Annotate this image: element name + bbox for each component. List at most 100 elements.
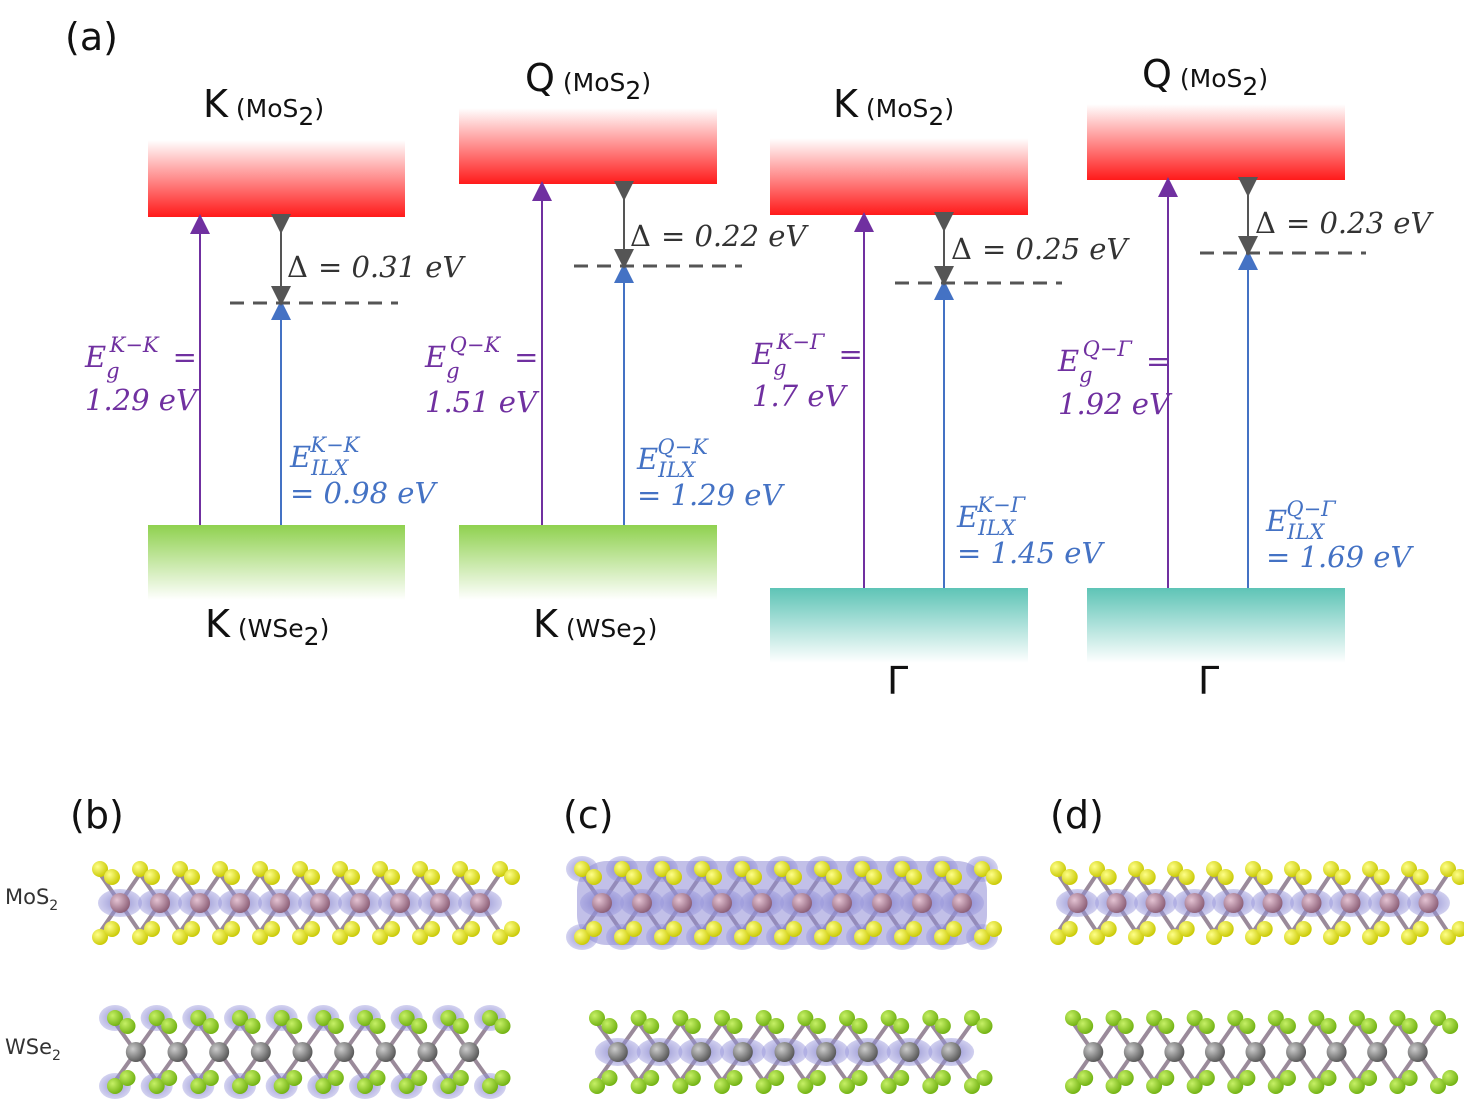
mos2-metal-atom xyxy=(230,893,250,913)
mos2-metal-atom xyxy=(1184,893,1205,913)
wse2-chalcogen-atom xyxy=(148,1078,165,1094)
wse2-chalcogen-atom xyxy=(976,1070,993,1086)
mos2-metal-atom xyxy=(1106,893,1127,913)
band-diagram-k-gamma: K(MoS2) Γ Δ= 0.25 eV EgK−Γ= 1.7 eV EILXK… xyxy=(751,82,1130,703)
wse2-chalcogen-atom xyxy=(589,1078,605,1094)
mos2-chalcogen-atom xyxy=(1323,929,1339,945)
mos2-chalcogen-atom xyxy=(734,929,750,945)
mos2-metal-atom xyxy=(390,893,410,913)
wse2-chalcogen-atom xyxy=(244,1070,261,1086)
mos2-metal-atom xyxy=(712,893,732,913)
mos2-chalcogen-atom xyxy=(1245,929,1261,945)
panel-label-b: (b) xyxy=(70,793,124,837)
valence-valley-label: Γ xyxy=(887,659,908,703)
mos2-metal-atom xyxy=(1301,893,1322,913)
mos2-metal-atom xyxy=(350,893,370,913)
wse2-chalcogen-atom xyxy=(1077,1070,1094,1086)
wse2-metal-atom xyxy=(857,1042,878,1062)
mos2-chalcogen-atom xyxy=(1362,861,1378,877)
bandgap-value: 1.92 eV xyxy=(1058,387,1173,421)
wse2-chalcogen-atom xyxy=(190,1010,207,1026)
mos2-chalcogen-atom xyxy=(252,929,268,945)
wse2-chalcogen-atom xyxy=(1442,1070,1459,1086)
wse2-chalcogen-atom xyxy=(398,1078,415,1094)
mos2-chalcogen-atom xyxy=(786,921,802,937)
wse2-chalcogen-atom xyxy=(1146,1078,1163,1094)
mos2-chalcogen-atom xyxy=(1256,921,1273,937)
wse2-chalcogen-atom xyxy=(839,1010,855,1026)
mos2-chalcogen-atom xyxy=(1284,929,1300,945)
wse2-chalcogen-atom xyxy=(369,1070,386,1086)
wse2-metal-atom xyxy=(250,1042,271,1062)
wse2-metal-atom xyxy=(459,1042,480,1062)
wse2-chalcogen-atom xyxy=(482,1010,498,1026)
binding-energy-label: Δ= 0.25 eV xyxy=(951,232,1130,266)
wse2-chalcogen-atom xyxy=(440,1010,457,1026)
wse2-chalcogen-atom xyxy=(893,1070,910,1086)
wse2-metal-atom xyxy=(167,1042,188,1062)
mos2-chalcogen-atom xyxy=(574,861,590,877)
wse2-chalcogen-atom xyxy=(934,1018,951,1034)
bandgap-value: 1.29 eV xyxy=(85,383,200,417)
wse2-chalcogen-atom xyxy=(440,1078,457,1094)
wse2-chalcogen-atom xyxy=(1227,1010,1244,1026)
band-diagram-q-k: Q(MoS2) K(WSe2) Δ= 0.22 eV EgQ−K= 1.51 e… xyxy=(424,56,809,651)
wse2-metal-atom xyxy=(417,1042,438,1062)
mos2-chalcogen-atom xyxy=(866,921,882,937)
mos2-chalcogen-atom xyxy=(1089,861,1105,877)
valence-valley-label: Γ xyxy=(1198,659,1219,703)
wse2-chalcogen-atom xyxy=(1308,1010,1325,1026)
valence-valley-label: K(WSe2) xyxy=(533,602,657,651)
mos2-chalcogen-atom xyxy=(492,861,508,877)
wse2-chalcogen-atom xyxy=(494,1070,511,1086)
wse2-chalcogen-atom xyxy=(601,1070,618,1086)
mos2-chalcogen-atom xyxy=(1373,921,1390,937)
wse2-chalcogen-atom xyxy=(107,1078,123,1094)
mos2-metal-atom xyxy=(470,893,490,913)
wse2-chalcogen-atom xyxy=(119,1018,136,1034)
wse2-chalcogen-atom xyxy=(714,1010,730,1026)
conduction-band xyxy=(1087,104,1345,180)
wse2-chalcogen-atom xyxy=(1320,1018,1337,1034)
wse2-chalcogen-atom xyxy=(922,1078,939,1094)
wse2-chalcogen-atom xyxy=(768,1018,785,1034)
mos2-chalcogen-atom xyxy=(1061,869,1078,885)
mos2-chalcogen-atom xyxy=(974,861,990,877)
mos2-chalcogen-atom xyxy=(464,921,480,937)
mos2-chalcogen-atom xyxy=(934,929,950,945)
mos2-chalcogen-atom xyxy=(1100,869,1117,885)
valence-band xyxy=(148,525,405,600)
wse2-chalcogen-atom xyxy=(1198,1070,1215,1086)
wse2-chalcogen-atom xyxy=(643,1070,660,1086)
wse2-metal-atom xyxy=(334,1042,355,1062)
mos2-chalcogen-atom xyxy=(1089,929,1105,945)
wse2-chalcogen-atom xyxy=(1320,1070,1337,1086)
wse2-metal-atom xyxy=(1164,1042,1185,1062)
mos2-chalcogen-atom xyxy=(974,929,990,945)
wse2-chalcogen-atom xyxy=(452,1018,469,1034)
mos2-chalcogen-atom xyxy=(654,861,670,877)
panel-label-d: (d) xyxy=(1050,793,1104,837)
mos2-chalcogen-atom xyxy=(774,861,790,877)
wse2-chalcogen-atom xyxy=(369,1018,386,1034)
wse2-metal-atom xyxy=(1367,1042,1388,1062)
wse2-chalcogen-atom xyxy=(976,1018,993,1034)
mos2-chalcogen-atom xyxy=(1362,929,1378,945)
binding-energy-label: Δ= 0.22 eV xyxy=(630,219,809,253)
mos2-chalcogen-atom xyxy=(452,929,468,945)
mos2-chalcogen-atom xyxy=(1256,869,1273,885)
mos2-metal-atom xyxy=(1379,893,1400,913)
wse2-metal-atom xyxy=(774,1042,795,1062)
mos2-chalcogen-atom xyxy=(104,921,120,937)
mos2-chalcogen-atom xyxy=(344,921,360,937)
mos2-chalcogen-atom xyxy=(1100,921,1117,937)
mos2-metal-atom xyxy=(150,893,170,913)
mos2-chalcogen-atom xyxy=(172,861,188,877)
wse2-chalcogen-atom xyxy=(482,1078,498,1094)
mos2-chalcogen-atom xyxy=(1128,861,1144,877)
mos2-chalcogen-atom xyxy=(1373,869,1390,885)
wse2-chalcogen-atom xyxy=(934,1070,951,1086)
wse2-chalcogen-atom xyxy=(452,1070,469,1086)
wse2-chalcogen-atom xyxy=(1279,1018,1296,1034)
wse2-chalcogen-atom xyxy=(327,1070,344,1086)
